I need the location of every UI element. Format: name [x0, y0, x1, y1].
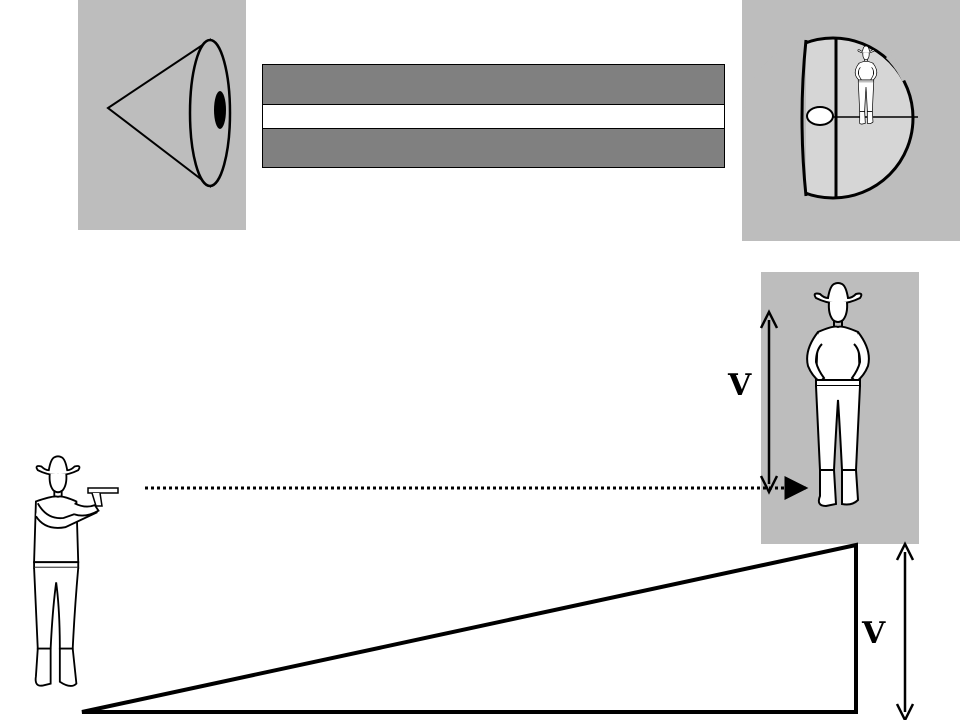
- cowboy-shooter-figure: [33, 455, 119, 687]
- eye-cone-icon: [106, 38, 232, 189]
- incline-triangle: [81, 542, 858, 714]
- pistol-icon: [87, 487, 119, 507]
- scope-tube-top: [262, 64, 725, 105]
- scope-tube-bottom: [262, 128, 725, 168]
- elevation-height-label: V: [862, 616, 886, 651]
- scope-reticle-icon: [743, 36, 918, 200]
- target-height-arrow: [759, 309, 779, 495]
- cowboy-target-figure: [806, 282, 870, 507]
- target-height-label: V: [728, 368, 752, 403]
- elevation-height-arrow: [895, 541, 915, 720]
